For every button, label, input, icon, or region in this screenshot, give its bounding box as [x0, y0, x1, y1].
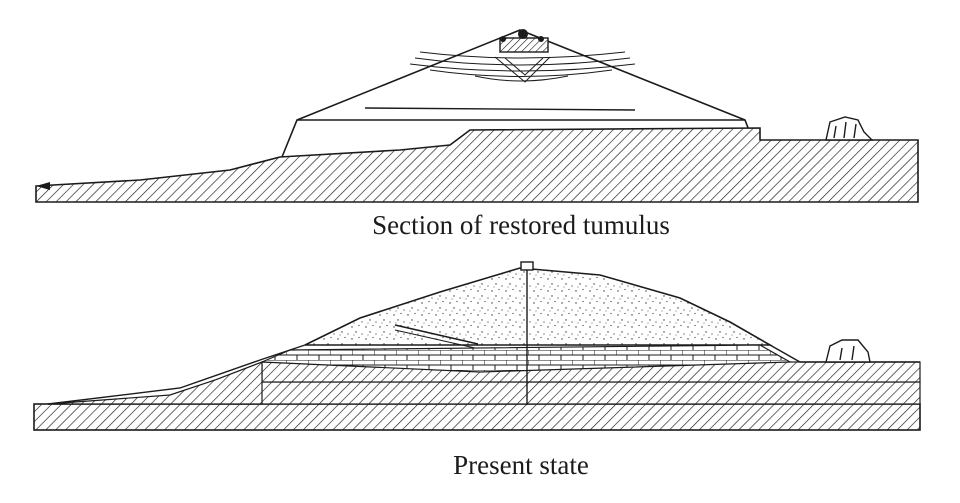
caption-restored: Section of restored tumulus — [372, 210, 670, 240]
restored-cap-strata — [409, 51, 636, 83]
present-shaft-diagonal — [394, 324, 479, 345]
present-rocks — [825, 339, 871, 363]
present-base-stratum — [33, 403, 921, 431]
present-mound — [304, 267, 773, 346]
restored-mound — [282, 30, 752, 157]
restored-ground — [35, 127, 919, 203]
restored-ground-tip — [36, 182, 50, 190]
present-summit-marker — [520, 261, 534, 271]
caption-present: Present state — [453, 450, 589, 480]
panel-restored: Section of restored tumulus — [35, 29, 919, 240]
present-ground-line — [769, 344, 920, 363]
present-shaft-diagonal-inner — [394, 329, 476, 349]
present-outer-slope — [47, 344, 306, 405]
restored-summit-structure — [499, 29, 549, 53]
present-upper-stratum — [231, 381, 921, 405]
restored-rocks — [825, 116, 874, 141]
panel-present: Present state — [33, 261, 921, 480]
restored-inner-line — [364, 107, 636, 111]
present-left-slope — [47, 361, 263, 405]
